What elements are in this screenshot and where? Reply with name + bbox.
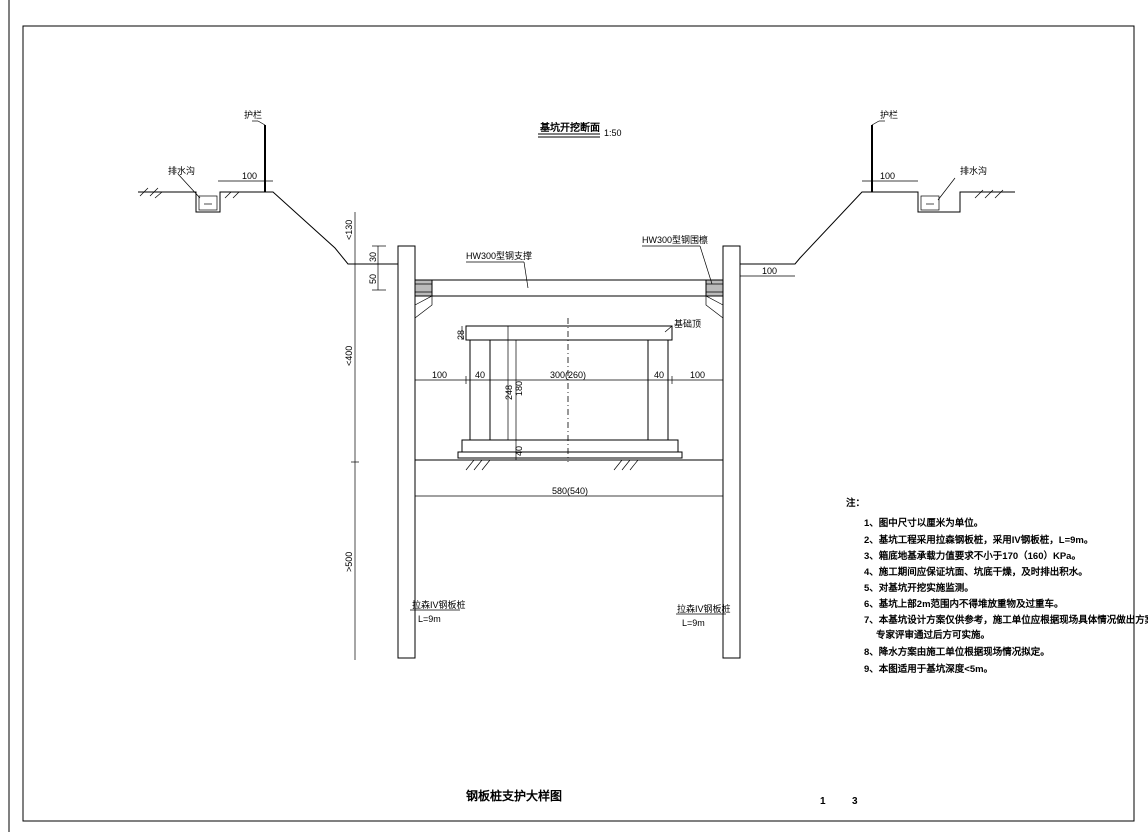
dim-v-500: >500 — [344, 552, 354, 572]
guardrail-left-label: 护栏 — [244, 109, 262, 120]
foundation-leader — [664, 325, 673, 333]
steel-strut — [431, 279, 707, 297]
pile-left-label-1: 拉森IV钢板桩 — [412, 599, 466, 610]
notes-heading: 注： — [846, 497, 865, 509]
dim-v-130: <130 — [344, 220, 354, 240]
ground-right — [740, 120, 1015, 265]
sheet-number: 1 — [820, 796, 826, 807]
drawing-title: 钢板桩支护大样图 — [466, 788, 562, 803]
waler-label: HW300型钢围檩 — [642, 234, 708, 245]
pile-right-label-1: 拉森IV钢板桩 — [677, 603, 731, 614]
waler-left — [414, 279, 433, 319]
dim-v-50: 50 — [368, 274, 378, 284]
guardrail-right-label: 护栏 — [880, 109, 898, 120]
foundation-box — [457, 318, 683, 471]
foundation-label: 基础顶 — [674, 318, 701, 329]
ground-left — [138, 120, 398, 265]
dim-top-right-100: 100 — [880, 171, 895, 181]
dim-right-step-100: 100 — [762, 266, 777, 276]
dim-top-left-100: 100 — [242, 171, 257, 181]
sheet-total: 3 — [852, 796, 858, 807]
note-item: 4、施工期间应保证坑面、坑底干燥，及时排出积水。 — [864, 566, 1088, 578]
drain-left-label: 排水沟 — [168, 165, 195, 176]
note-item: 6、基坑上部2m范围内不得堆放重物及过重车。 — [864, 598, 1064, 610]
waler-right — [705, 279, 724, 319]
dim-h-580: 580(540) — [552, 486, 588, 496]
note-item: 7、本基坑设计方案仅供参考，施工单位应根据现场具体情况做出方案优化计，并经 — [864, 614, 1148, 626]
section-title: 基坑开挖断面 — [539, 121, 600, 134]
dim-lines-vertical-outer — [351, 212, 386, 660]
drawing-frame — [22, 25, 1135, 822]
strut-label: HW300型钢支撑 — [466, 250, 532, 261]
dim-lines-horizontal — [414, 376, 724, 500]
drain-right-label: 排水沟 — [960, 165, 987, 176]
dim-h-40b: 40 — [654, 370, 664, 380]
note-item: 8、降水方案由施工单位根据现场情况拟定。 — [864, 646, 1050, 658]
dim-h-100b: 100 — [690, 370, 705, 380]
dim-lines-vertical-inner — [461, 326, 517, 460]
dim-v-248: 248 — [504, 385, 514, 400]
dim-h-40a: 40 — [475, 370, 485, 380]
dim-v-400: <400 — [344, 346, 354, 366]
dim-v-30: 30 — [368, 252, 378, 262]
sheet-pile-right — [722, 245, 741, 659]
note-item: 3、箱底地基承载力值要求不小于170（160）KPa。 — [864, 550, 1081, 562]
dim-v-180: 180 — [514, 381, 524, 396]
dim-h-300: 300(260) — [550, 370, 586, 380]
section-scale: 1:50 — [604, 128, 622, 138]
strut-leader — [523, 261, 529, 289]
dim-h-100a: 100 — [432, 370, 447, 380]
note-item: 2、基坑工程采用拉森钢板桩，采用IV钢板桩，L=9m。 — [864, 534, 1093, 546]
dim-v-40: 40 — [514, 446, 524, 456]
waler-leader — [699, 245, 713, 285]
note-item: 9、本图适用于基坑深度<5m。 — [864, 663, 993, 675]
pile-right-label-2: L=9m — [682, 618, 705, 628]
pile-left-label-2: L=9m — [418, 614, 441, 624]
note-item: 1、图中尺寸以厘米为单位。 — [864, 517, 983, 529]
sheet-pile-left — [397, 245, 416, 659]
note-item: 专家评审通过后方可实施。 — [876, 629, 990, 641]
note-item: 5、对基坑开挖实施监测。 — [864, 582, 974, 594]
dim-v-28: 28 — [456, 330, 466, 340]
